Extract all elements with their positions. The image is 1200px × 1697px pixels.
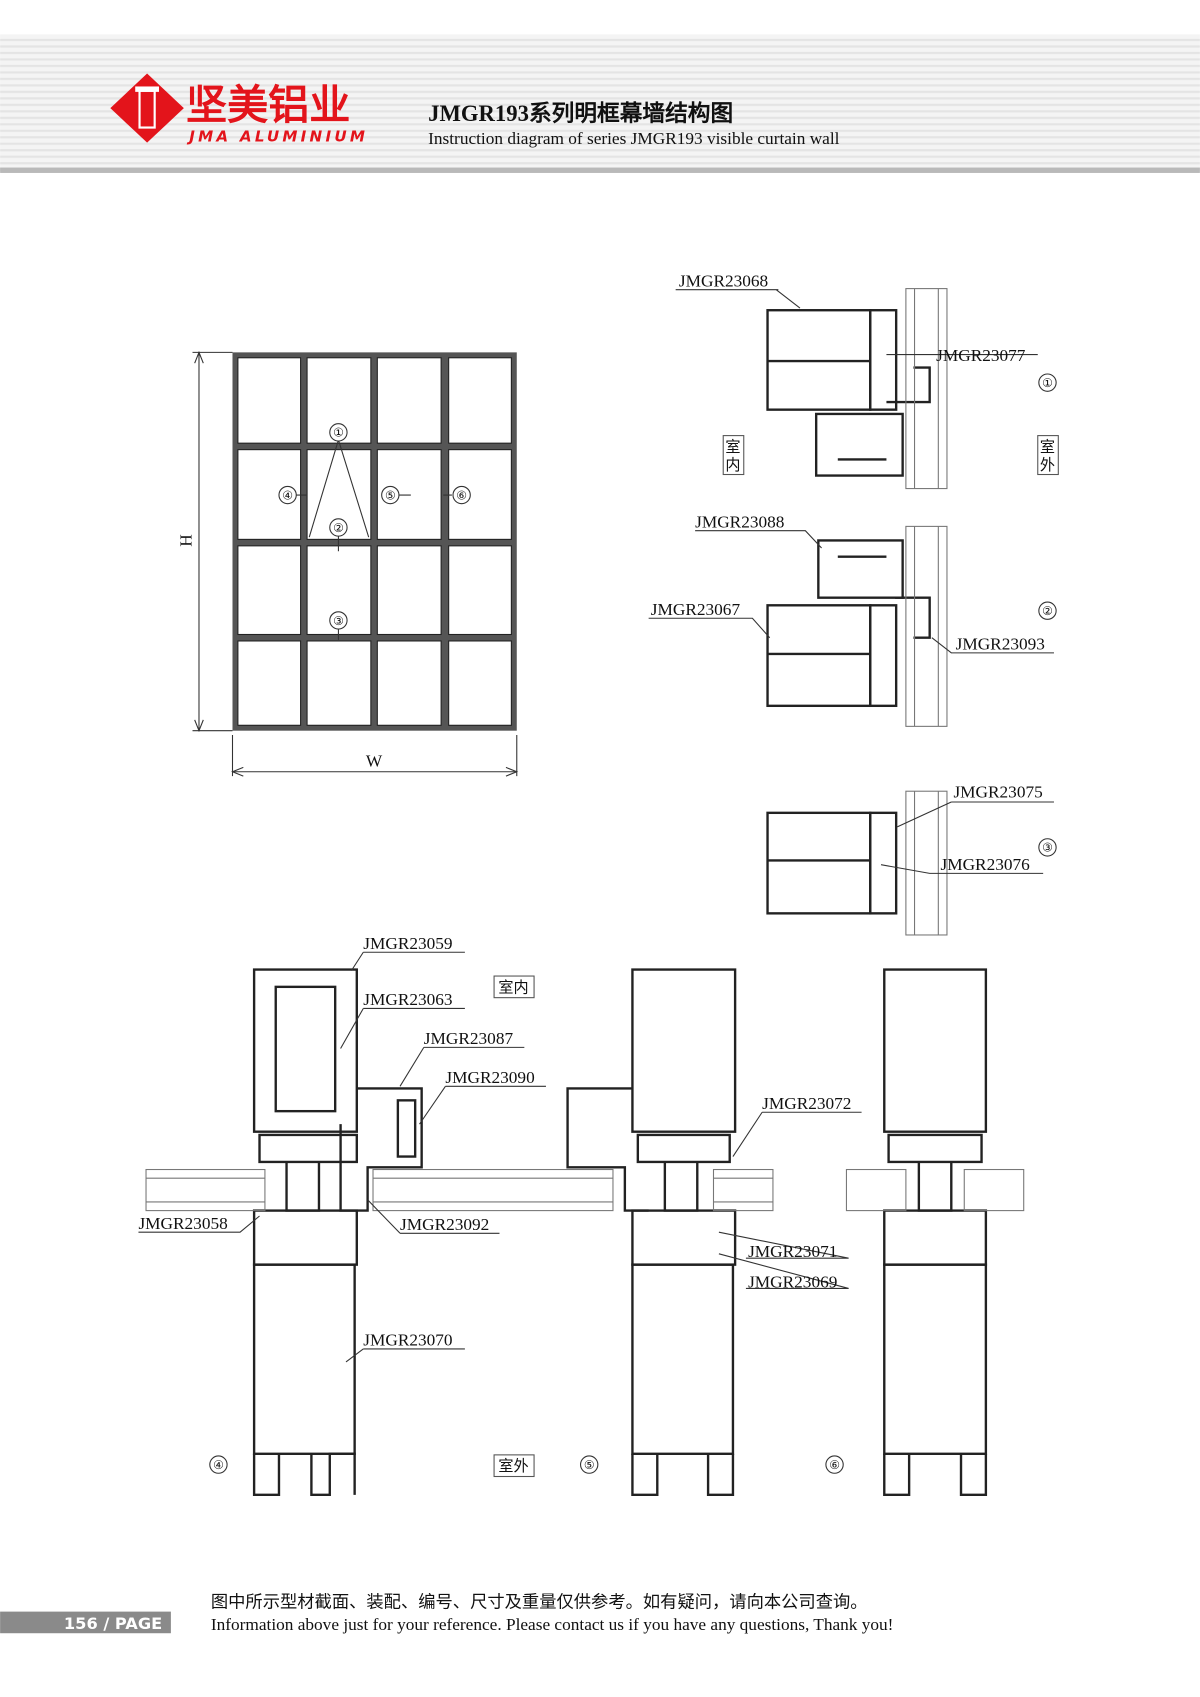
detail-marker-5: ⑤ — [580, 1455, 599, 1474]
detail-4-section: JMGR23059 JMGR23063 JMGR23087 JMGR23090 … — [138, 934, 614, 1497]
part-label: JMGR23093 — [956, 635, 1045, 654]
detail-2-section: JMGR23088 JMGR23067 JMGR23093 ② — [648, 512, 1057, 727]
page-title: JMGR193系列明框幕墙结构图 — [428, 100, 733, 126]
outdoor-label: 室 — [1040, 438, 1055, 456]
part-label: JMGR23068 — [679, 271, 768, 290]
part-label: JMGR23090 — [445, 1068, 534, 1087]
part-label: JMGR23076 — [940, 855, 1030, 874]
svg-text:外: 外 — [1040, 456, 1055, 474]
detail-marker-3: ③ — [1038, 838, 1057, 857]
svg-text:①: ① — [1042, 376, 1053, 390]
header-band — [0, 34, 1200, 173]
part-label: JMGR23088 — [695, 512, 784, 531]
svg-text:⑥: ⑥ — [456, 488, 467, 502]
page-subtitle: Instruction diagram of series JMGR193 vi… — [428, 129, 840, 148]
part-label: JMGR23058 — [138, 1214, 227, 1233]
part-label: JMGR23077 — [936, 346, 1026, 365]
height-label: H — [176, 534, 195, 546]
part-label: JMGR23087 — [424, 1029, 514, 1048]
footer-note-cn: 图中所示型材截面、装配、编号、尺寸及重量仅供参考。如有疑问，请向本公司查询。 — [211, 1592, 868, 1612]
svg-text:⑤: ⑤ — [385, 488, 396, 502]
marker-2: ② — [329, 518, 348, 537]
part-label: JMGR23059 — [363, 934, 452, 953]
footer: 156 / PAGE 图中所示型材截面、装配、编号、尺寸及重量仅供参考。如有疑问… — [0, 1592, 893, 1634]
part-label: JMGR23092 — [400, 1215, 489, 1234]
marker-6: ⑥ — [452, 485, 471, 505]
svg-text:②: ② — [333, 521, 344, 535]
svg-text:⑥: ⑥ — [829, 1458, 840, 1472]
elevation-diagram: H W ① ② ③ ④ ⑤ ⑥ — [176, 350, 519, 777]
part-label: JMGR23067 — [651, 600, 741, 619]
detail-3-section: JMGR23075 JMGR23076 ③ — [766, 783, 1057, 936]
detail-marker-6: ⑥ — [825, 1455, 844, 1474]
marker-3: ③ — [329, 611, 348, 630]
detail-6-section: ⑥ — [825, 968, 1025, 1497]
marker-1: ① — [329, 423, 348, 442]
part-label: JMGR23071 — [748, 1242, 837, 1261]
svg-text:④: ④ — [213, 1458, 224, 1472]
brand-logo: 坚美铝业 JMA ALUMINIUM — [110, 73, 368, 146]
svg-text:③: ③ — [1042, 841, 1053, 855]
svg-text:⑤: ⑤ — [584, 1458, 595, 1472]
outdoor-label: 室外 — [498, 1457, 528, 1475]
marker-4: ④ — [278, 485, 297, 505]
indoor-label: 室 — [725, 438, 740, 456]
svg-text:④: ④ — [282, 488, 293, 502]
svg-text:内: 内 — [725, 456, 740, 474]
detail-marker-2: ② — [1038, 601, 1057, 620]
brand-cn: 坚美铝业 — [186, 81, 350, 129]
detail-5-section: JMGR23072 JMGR23071 JMGR23069 ⑤ — [566, 968, 862, 1497]
detail-marker-1: ① — [1038, 373, 1057, 392]
brand-en: JMA ALUMINIUM — [186, 128, 368, 146]
svg-text:③: ③ — [333, 614, 344, 628]
part-label: JMGR23069 — [748, 1272, 837, 1291]
part-label: JMGR23070 — [363, 1331, 452, 1350]
indoor-label: 室内 — [498, 978, 528, 996]
detail-marker-4: ④ — [209, 1455, 228, 1474]
part-label: JMGR23075 — [953, 783, 1042, 802]
svg-text:②: ② — [1042, 604, 1053, 618]
svg-text:①: ① — [333, 426, 344, 440]
part-label: JMGR23072 — [762, 1094, 851, 1113]
page-number: 156 / PAGE — [64, 1614, 162, 1633]
footer-note-en: Information above just for your referenc… — [211, 1615, 894, 1634]
detail-1-section: JMGR23068 JMGR23077 ① 室 内 室 外 — [675, 271, 1059, 490]
marker-5: ⑤ — [381, 485, 400, 505]
part-label: JMGR23063 — [363, 990, 452, 1009]
width-label: W — [366, 751, 383, 770]
